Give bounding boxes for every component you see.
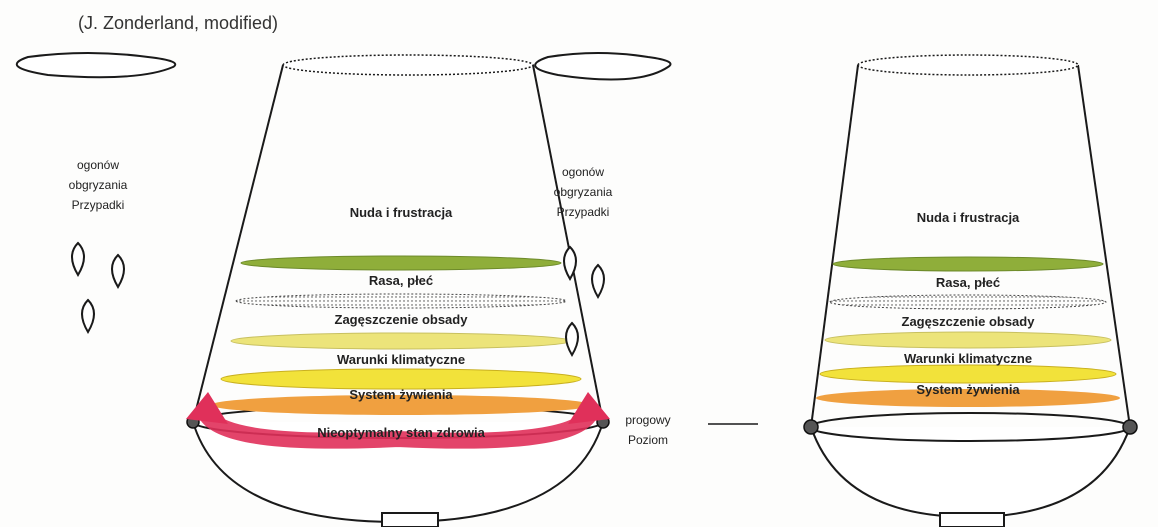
left-layer-2: Zagęszczenie obsady <box>902 314 1036 329</box>
left-layer-4: System żywienia <box>916 382 1020 397</box>
side-label-a-2: obgryzania <box>554 185 613 199</box>
right-layer-1: Rasa, płeć <box>369 273 433 288</box>
droplet-icon <box>82 300 94 332</box>
caption: (J. Zonderland, modified) <box>78 13 278 33</box>
droplet-icon <box>72 243 84 275</box>
droplets-left <box>564 247 604 355</box>
barrel-left-spout <box>940 513 1004 527</box>
droplet-icon <box>112 255 124 287</box>
right-top-label: Nuda i frustracja <box>350 205 453 220</box>
right-layer-4: System żywienia <box>349 387 453 402</box>
droplet-icon <box>592 265 604 297</box>
puddle-left <box>535 53 670 80</box>
barrel-right-side-left <box>533 65 603 422</box>
right-bottom-label: Nieoptymalny stan zdrowia <box>317 425 485 440</box>
right-layer-3: Warunki klimatyczne <box>337 352 465 367</box>
droplets-right <box>72 243 124 332</box>
band-dotted-r <box>236 294 566 308</box>
side-label-a-3: ogonów <box>562 165 604 179</box>
side-label-b-2: obgryzania <box>69 178 128 192</box>
left-layer-3: Warunki klimatyczne <box>904 351 1032 366</box>
band-dotted <box>830 295 1106 309</box>
barrel-left-rim-top <box>858 55 1078 75</box>
barrel-left-joint-left <box>1123 420 1137 434</box>
barrel-left <box>804 55 1137 527</box>
band-yellow <box>820 365 1116 383</box>
barrel-right <box>186 55 610 527</box>
barrel-right-side-right <box>193 65 283 422</box>
band-green <box>833 257 1103 271</box>
barrel-right-spout <box>382 513 438 527</box>
droplet-icon <box>566 323 578 355</box>
barrel-left-joint-right <box>804 420 818 434</box>
barrel-right-rim-top <box>283 55 533 75</box>
side-label-b-1: Przypadki <box>72 198 125 212</box>
puddle-right <box>17 53 175 77</box>
left-layer-1: Rasa, płeć <box>936 275 1000 290</box>
left-top-label: Nuda i frustracja <box>917 210 1020 225</box>
side-label-b-3: ogonów <box>77 158 119 172</box>
band-yellow-r <box>221 369 581 389</box>
band-yellow-light-r <box>231 333 571 349</box>
side-label-a-1: Przypadki <box>557 205 610 219</box>
threshold-label-2: progowy <box>625 413 670 427</box>
threshold-label-1: Poziom <box>628 433 668 447</box>
right-layer-2: Zagęszczenie obsady <box>335 312 469 327</box>
band-green-r <box>241 256 561 270</box>
band-yellow-light <box>825 332 1111 348</box>
